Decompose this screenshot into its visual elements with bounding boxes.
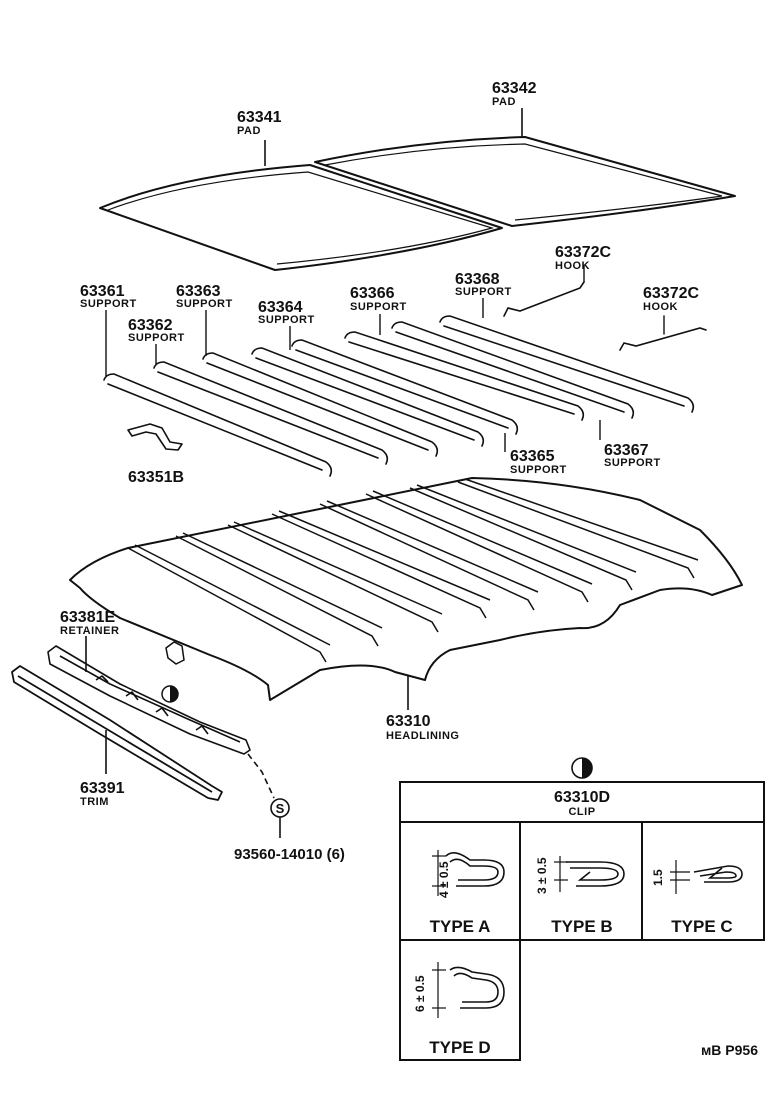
clip-half-circle-symbol [161,685,179,703]
hook-2-number: 63372C [643,285,699,302]
support-1-name: SUPPORT [80,298,137,310]
screw-symbol-letter: S [276,801,285,816]
trim [11,665,223,801]
clip-type-b-drawing [554,856,625,892]
pad-rear [314,136,736,227]
clip-type-b-dimension: 3 ± 0.5 [535,857,549,894]
support-rods [103,315,695,477]
clip-type-a-dimension: 4 ± 0.5 [437,861,451,898]
support-2-number: 63362 [128,317,173,334]
clip-table-number: 63310D [554,789,610,806]
pad-front [99,164,503,271]
support-3-number: 63363 [176,283,221,300]
pad-rear-number: 63342 [492,80,537,97]
hook-upper [503,265,585,317]
support-leaders [105,298,601,452]
support-7-number: 63367 [604,442,649,459]
screw-number: 93560-14010 (6) [234,846,345,863]
clip-type-d-drawing [432,962,505,1018]
pad-front-name: PAD [237,125,261,137]
headlining-name: HEADLINING [386,730,459,742]
hook-1-name: HOOK [555,260,590,272]
footer-code: мB P956 [701,1042,758,1058]
support-4-number: 63364 [258,299,303,316]
screw-dashed-leader [247,753,275,799]
support-5-number: 63365 [510,448,555,465]
hook-2-name: HOOK [643,301,678,313]
clip-type-c-dimension: 1.5 [651,869,665,886]
support-1-number: 63361 [80,283,125,300]
support-3-name: SUPPORT [176,298,233,310]
headlining [69,477,743,701]
clip-part [165,641,185,665]
trim-name: TRIM [80,796,109,808]
support-5-name: SUPPORT [510,464,567,476]
clip-type-c-drawing [670,860,743,894]
clip-type-a-label: TYPE A [430,917,491,936]
support-6-number: 63366 [350,285,395,302]
retainer [47,645,251,755]
hook-lower [619,315,707,351]
pad-rear-name: PAD [492,96,516,108]
support-8-name: SUPPORT [455,286,512,298]
hook-1-number: 63372C [555,244,611,261]
bracket-number: 63351B [128,469,184,486]
clip-table-header-symbol [571,757,593,779]
support-7-name: SUPPORT [604,457,661,469]
headlining-number: 63310 [386,713,431,730]
retainer-name: RETAINER [60,625,119,637]
support-6-name: SUPPORT [350,301,407,313]
support-4-name: SUPPORT [258,314,315,326]
clip-table [399,781,765,1061]
support-2-name: SUPPORT [128,332,185,344]
clip-type-c-label: TYPE C [671,917,732,936]
clip-type-d-dimension: 6 ± 0.5 [413,975,427,1012]
bracket-63351b [127,423,183,451]
clip-type-a-drawing [432,850,505,896]
clip-type-b-label: TYPE B [551,917,612,936]
support-8-number: 63368 [455,271,500,288]
retainer-number: 63381E [60,609,115,626]
clip-type-d-label: TYPE D [429,1038,490,1057]
screw-symbol: S [270,798,290,818]
pad-front-number: 63341 [237,109,282,126]
clip-table-name: CLIP [568,806,595,818]
trim-number: 63391 [80,780,125,797]
